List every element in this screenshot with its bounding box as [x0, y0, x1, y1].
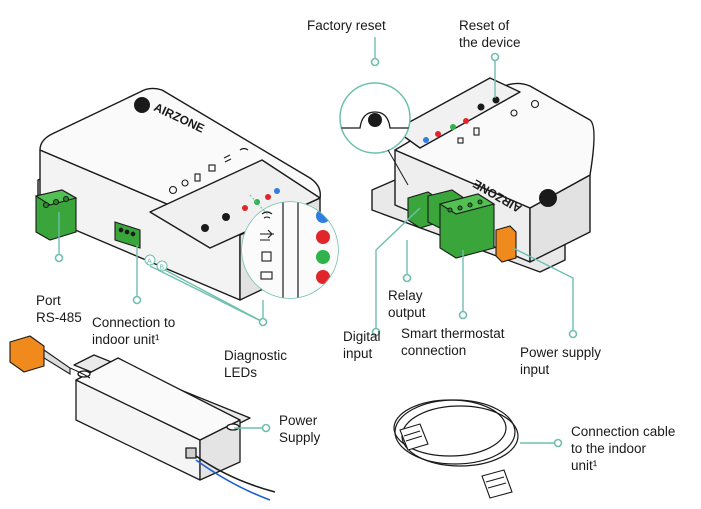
indoor-unit-terminal-block: [114, 221, 141, 249]
label-relay-2: output: [388, 305, 426, 320]
label-cable-1: Connection cable: [571, 424, 676, 439]
reset-button-right: [492, 96, 500, 104]
status-icons-left: [168, 147, 249, 195]
factory-reset-button-right: [477, 103, 485, 111]
power-input-orange-terminal: [495, 225, 517, 263]
label-psu-1: Power supply: [520, 345, 602, 360]
led-right-2: [435, 131, 441, 137]
right-terminal-blocks: [407, 189, 496, 259]
label-psu-2: input: [520, 362, 550, 377]
callout-dots: [54, 52, 578, 448]
led-left-1: [242, 205, 248, 211]
label-port-1: Port: [36, 293, 61, 308]
label-indoor-conn-1: Connection to: [92, 315, 176, 330]
callout-lines: [58, 37, 574, 444]
connector-b-label: B: [160, 265, 165, 272]
label-power-2: Supply: [279, 430, 321, 445]
label-diagnostic-2: LEDs: [224, 365, 258, 380]
factory-reset-button-left: [222, 213, 230, 221]
label-indoor-conn-2: indoor unit¹: [92, 332, 160, 347]
label-digital-1: Digital: [343, 329, 381, 344]
label-smart-1: Smart thermostat: [401, 326, 505, 341]
airzone-logo-mark: [134, 97, 150, 113]
factory-reset-zoom: [339, 82, 411, 186]
led-left-2: [254, 199, 260, 205]
zoom-led-red-2: [316, 270, 330, 284]
label-reset-device-1: Reset of: [459, 18, 510, 33]
diagnostic-leds-zoom: [241, 194, 339, 299]
led-right-4: [463, 118, 469, 124]
zoom-led-green: [316, 250, 330, 264]
led-right-3: [450, 124, 456, 130]
rs485-terminal-block: [34, 189, 78, 241]
power-supply-orange-plug: [9, 335, 91, 379]
led-right-1: [423, 137, 429, 143]
led-left-3: [265, 194, 271, 200]
connector-a-badge: [144, 254, 156, 266]
label-cable-3: unit¹: [571, 458, 598, 473]
label-smart-2: connection: [401, 343, 467, 358]
zoom-led-blue: [316, 209, 330, 223]
airzone-logo-mark-rear: [539, 189, 557, 207]
label-factory-reset: Factory reset: [307, 18, 386, 33]
label-power-1: Power: [279, 413, 318, 428]
status-icons-right: [457, 99, 540, 144]
cable-connector-1: [399, 423, 429, 451]
label-relay-1: Relay: [388, 288, 423, 303]
reset-button-left: [201, 224, 209, 232]
zoom-led-red-1: [316, 230, 330, 244]
connector-b-badge: [156, 260, 168, 272]
label-cable-2: to the indoor: [571, 441, 647, 456]
label-reset-device-2: the device: [459, 35, 521, 50]
label-diagnostic-1: Diagnostic: [224, 348, 288, 363]
label-port-2: RS-485: [36, 310, 82, 325]
led-left-4: [274, 188, 280, 194]
power-supply-cables: [195, 455, 276, 501]
cable-connector-2: [481, 469, 513, 499]
connector-a-label: A: [147, 259, 152, 266]
label-digital-2: input: [343, 346, 373, 361]
